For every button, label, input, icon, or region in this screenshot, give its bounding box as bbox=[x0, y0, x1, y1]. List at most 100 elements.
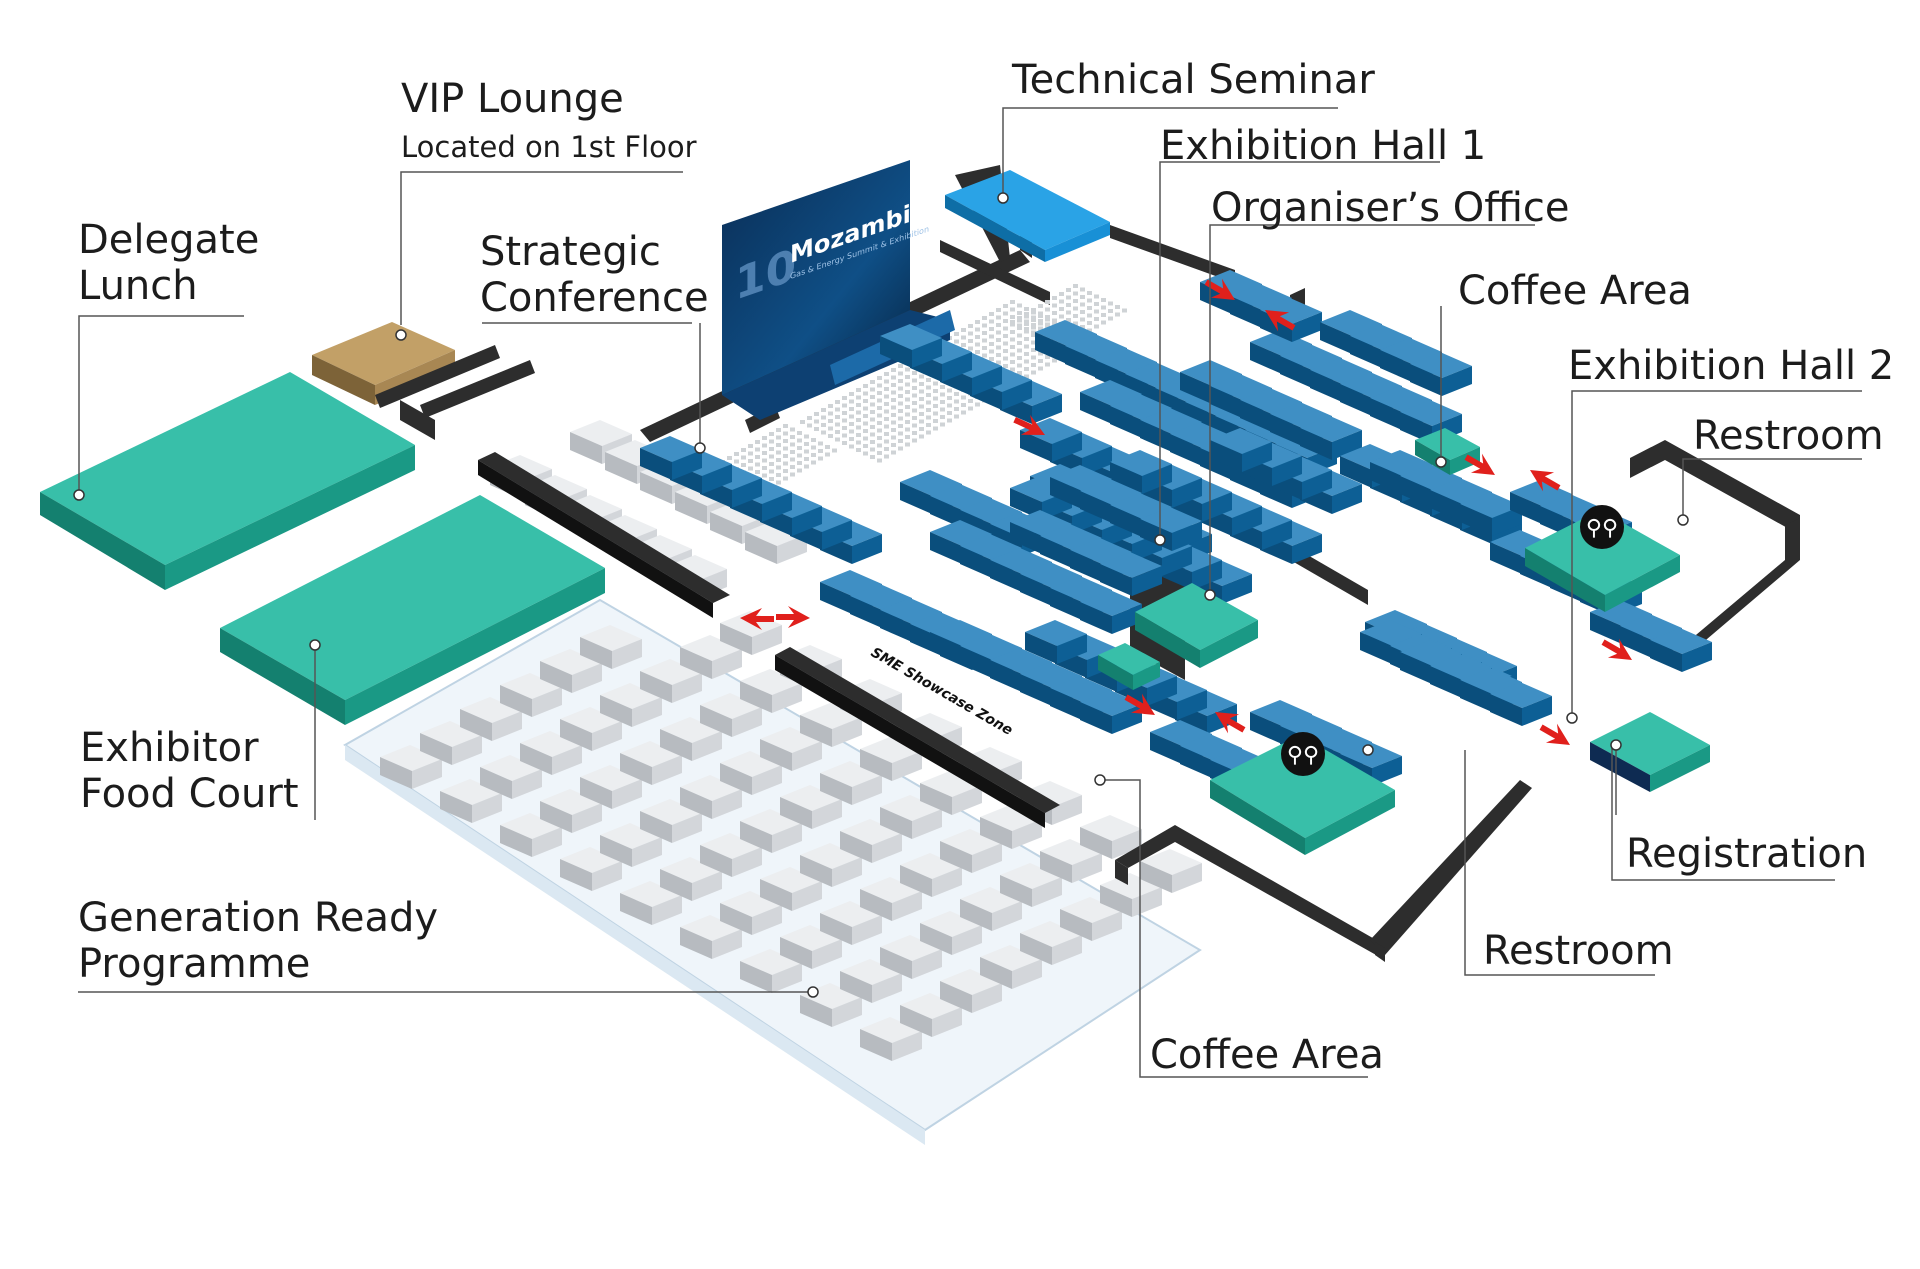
seat bbox=[783, 454, 788, 458]
seat bbox=[842, 396, 847, 400]
seat bbox=[821, 423, 826, 427]
seat bbox=[1045, 300, 1050, 304]
seat bbox=[898, 446, 903, 451]
seat bbox=[975, 327, 980, 332]
seat bbox=[1024, 337, 1029, 341]
seat bbox=[741, 448, 746, 452]
seat bbox=[1066, 295, 1071, 300]
technical-seminar-block[interactable] bbox=[945, 170, 1110, 262]
seat bbox=[835, 430, 840, 434]
seat bbox=[912, 431, 917, 435]
seat bbox=[870, 432, 875, 437]
seat bbox=[933, 396, 938, 401]
seat bbox=[1024, 322, 1029, 326]
label-restroom-bottom: Restroom bbox=[1483, 928, 1674, 974]
label-exhibitor-food-court-line1: Exhibitor bbox=[80, 725, 259, 771]
seat bbox=[1094, 309, 1099, 314]
seat bbox=[1003, 334, 1008, 338]
label-strategic-conference-line2: Conference bbox=[480, 275, 709, 321]
seat bbox=[884, 424, 889, 429]
seat bbox=[1073, 284, 1078, 288]
seat bbox=[800, 420, 805, 424]
seat bbox=[912, 423, 917, 428]
seat bbox=[905, 375, 910, 379]
seat bbox=[748, 444, 753, 448]
seat bbox=[1024, 367, 1029, 371]
seat bbox=[818, 441, 823, 446]
seat bbox=[842, 441, 847, 445]
seat bbox=[828, 419, 833, 423]
seat bbox=[849, 414, 854, 419]
seat bbox=[1101, 298, 1106, 302]
seat bbox=[975, 350, 980, 354]
seat bbox=[1017, 341, 1022, 345]
organisers-office[interactable] bbox=[1135, 583, 1258, 668]
seat bbox=[863, 406, 868, 411]
seat bbox=[933, 404, 938, 408]
seat bbox=[996, 353, 1001, 357]
leader-lines bbox=[78, 107, 1862, 1078]
seat bbox=[1031, 363, 1036, 367]
seat bbox=[856, 395, 861, 400]
seat bbox=[1108, 316, 1113, 321]
seat bbox=[905, 412, 910, 417]
seat bbox=[905, 420, 910, 424]
seat bbox=[1024, 359, 1029, 364]
seat bbox=[877, 391, 882, 395]
seat bbox=[1045, 355, 1050, 359]
seat bbox=[1080, 287, 1085, 292]
seat bbox=[877, 421, 882, 425]
seat bbox=[961, 410, 966, 415]
seat bbox=[1024, 352, 1029, 356]
seat bbox=[989, 357, 994, 361]
seat bbox=[776, 465, 781, 470]
seat bbox=[891, 413, 896, 417]
restroom-right-block[interactable]: ⚲⚲ bbox=[1525, 505, 1680, 612]
seat bbox=[849, 407, 854, 411]
seat bbox=[1038, 319, 1043, 323]
seat bbox=[912, 378, 917, 383]
seat bbox=[797, 453, 802, 458]
seat bbox=[954, 332, 959, 336]
seat bbox=[884, 387, 889, 391]
seat bbox=[940, 415, 945, 419]
seat bbox=[863, 451, 868, 456]
seat bbox=[1080, 317, 1085, 322]
seat bbox=[1059, 314, 1064, 319]
seat bbox=[1024, 314, 1029, 319]
seat bbox=[926, 385, 931, 390]
label-restroom-right: Restroom bbox=[1693, 413, 1884, 459]
seat bbox=[755, 447, 760, 452]
seat bbox=[825, 445, 830, 449]
divider-rows bbox=[478, 452, 1060, 828]
seat bbox=[849, 422, 854, 426]
seat bbox=[1066, 310, 1071, 315]
seat bbox=[783, 446, 788, 451]
seat bbox=[870, 380, 875, 384]
seat bbox=[989, 334, 994, 339]
seat bbox=[919, 404, 924, 409]
restroom-bottom-block[interactable]: ⚲⚲ bbox=[1210, 732, 1395, 855]
seat bbox=[790, 427, 795, 432]
seat bbox=[947, 403, 952, 408]
seat bbox=[828, 434, 833, 438]
seat bbox=[863, 421, 868, 426]
seat bbox=[961, 328, 966, 332]
seat bbox=[926, 393, 931, 397]
generation-ready-programme-zone[interactable] bbox=[343, 598, 1202, 1145]
seat bbox=[926, 423, 931, 427]
seat bbox=[769, 454, 774, 459]
seat bbox=[849, 437, 854, 441]
registration-desk[interactable] bbox=[1590, 712, 1710, 792]
seat bbox=[1031, 355, 1036, 360]
delegate-lunch-area[interactable] bbox=[40, 372, 415, 590]
seat bbox=[940, 422, 945, 427]
seat bbox=[905, 427, 910, 432]
seat bbox=[996, 330, 1001, 335]
seat bbox=[870, 410, 875, 414]
seat bbox=[954, 392, 959, 396]
seat bbox=[821, 408, 826, 412]
seat bbox=[898, 386, 903, 391]
seat bbox=[762, 443, 767, 448]
coffee-area-bottom-stand[interactable] bbox=[1098, 643, 1160, 690]
